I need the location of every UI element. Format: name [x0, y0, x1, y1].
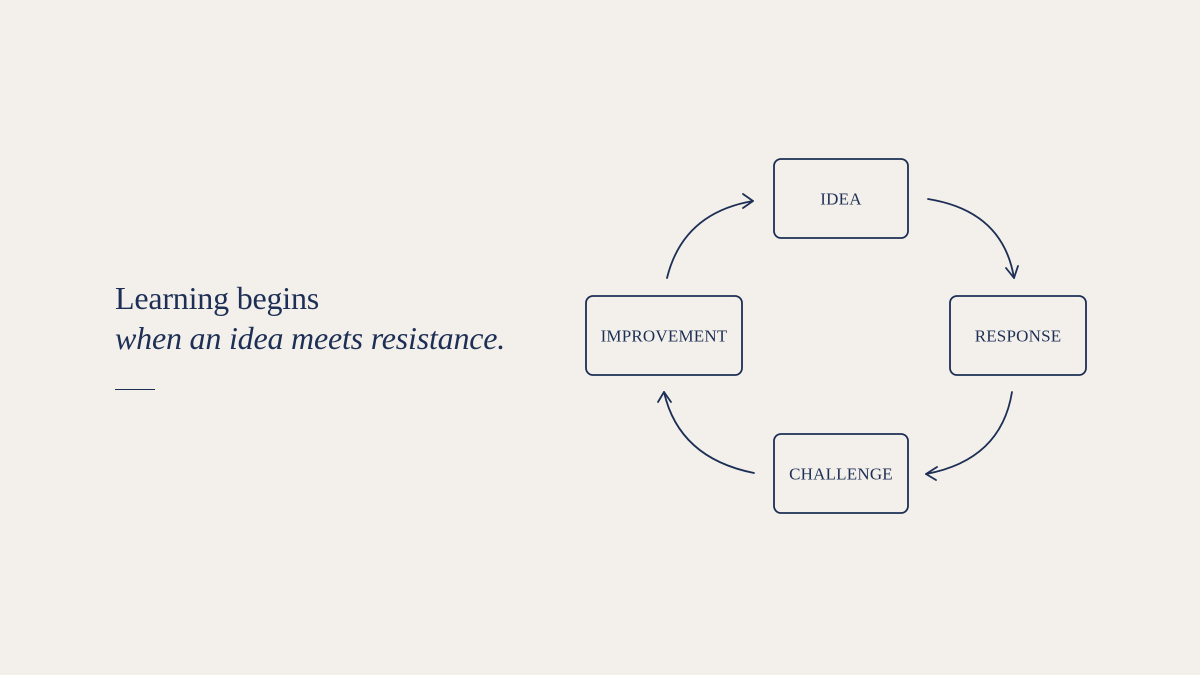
- node-improvement-box: [585, 295, 743, 376]
- arrow-challenge-to-improvement: [657, 391, 755, 474]
- arrow-idea-to-response-head: [1005, 265, 1019, 279]
- arrow-response-to-challenge-head: [925, 466, 938, 481]
- node-response: RESPONSE: [949, 295, 1087, 376]
- node-idea-label: IDEA: [820, 190, 862, 209]
- node-improvement-label: IMPROVEMENT: [601, 327, 728, 346]
- arrow-idea-to-response: [927, 198, 1019, 279]
- arrow-idea-to-response-curve: [927, 198, 1015, 279]
- arrow-challenge-to-improvement-head: [657, 391, 672, 403]
- node-improvement: IMPROVEMENT: [585, 295, 743, 376]
- arrow-response-to-challenge: [925, 391, 1013, 481]
- arrow-response-to-challenge-curve: [925, 391, 1013, 475]
- arrow-challenge-to-improvement-curve: [663, 391, 755, 474]
- node-challenge: CHALLENGE: [773, 433, 909, 514]
- node-idea-box: [773, 158, 909, 239]
- arrow-improvement-to-idea-curve: [666, 200, 754, 279]
- arrow-improvement-to-idea: [666, 193, 754, 279]
- node-challenge-label: CHALLENGE: [789, 465, 893, 484]
- node-response-label: RESPONSE: [975, 327, 1062, 346]
- headline-line-2: when an idea meets resistance.: [115, 320, 506, 356]
- node-response-box: [949, 295, 1087, 376]
- headline-divider: [115, 389, 155, 390]
- headline: Learning begins when an idea meets resis…: [115, 278, 555, 358]
- node-idea: IDEA: [773, 158, 909, 239]
- node-challenge-box: [773, 433, 909, 514]
- arrow-improvement-to-idea-head: [742, 193, 754, 209]
- headline-line-1: Learning begins: [115, 280, 320, 316]
